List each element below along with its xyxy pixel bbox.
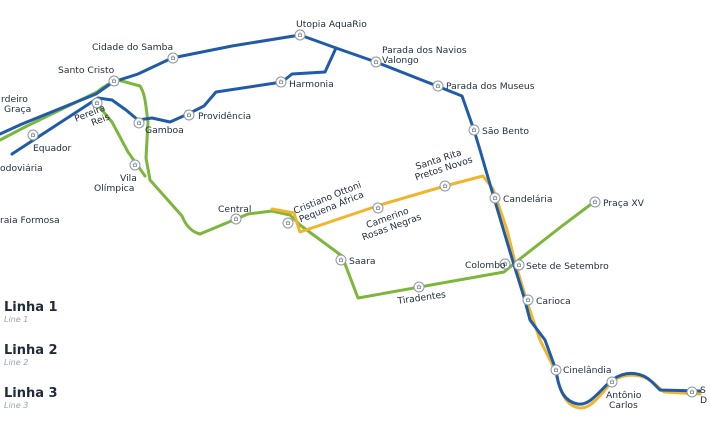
- station-sao-bento[interactable]: [468, 124, 480, 136]
- label-cinelandia: Cinelândia: [563, 365, 611, 376]
- label-sao-bento: São Bento: [482, 126, 529, 137]
- linha-3-central-loop: [270, 174, 517, 264]
- label-sete-de-setembro: Sete de Setembro: [526, 261, 609, 272]
- station-gamboa[interactable]: [133, 117, 145, 129]
- label-pereira-reis: PereiraReis: [73, 102, 112, 134]
- label-vila: Vila: [120, 173, 137, 184]
- stations: [27, 29, 698, 398]
- label-santa-rita: Santa RitaPretos Novos: [411, 145, 475, 184]
- station-central[interactable]: [230, 213, 242, 225]
- label-equador: Equador: [33, 143, 72, 154]
- label-harmonia: Harmonia: [289, 79, 334, 90]
- label-tiradentes: Tiradentes: [396, 289, 447, 307]
- label-gamboa: Gamboa: [145, 125, 184, 136]
- station-providencia[interactable]: [183, 109, 195, 121]
- label-central: Central: [218, 204, 251, 215]
- label-santos-dumont-l1: S: [700, 385, 706, 396]
- legend-linha-1-name: Linha 1: [4, 300, 58, 315]
- label-olimpica: Olímpica: [94, 183, 134, 194]
- station-cidade-do-samba[interactable]: [167, 52, 179, 64]
- legend-linha-3[interactable]: Linha 3 Line 3: [4, 386, 124, 429]
- legend-linha-2[interactable]: Linha 2 Line 2: [4, 343, 124, 386]
- label-parada-dos-navios-l2: Valongo: [382, 55, 419, 66]
- label-providencia: Providência: [198, 111, 251, 122]
- station-carioca[interactable]: [522, 294, 534, 306]
- label-antonio: Antônio: [606, 390, 642, 401]
- linha-1-harmonia-loop: [10, 46, 338, 156]
- station-santa-rita[interactable]: [439, 180, 451, 192]
- label-praca-xv: Praça XV: [603, 198, 645, 209]
- label-carlos: Carlos: [609, 400, 638, 411]
- station-santo-cristo[interactable]: [108, 75, 120, 87]
- label-praia-formosa: raia Formosa: [0, 215, 60, 226]
- station-parada-dos-museus[interactable]: [432, 80, 444, 92]
- label-colombo: Colombo: [465, 260, 506, 271]
- label-santo-cristo: Santo Cristo: [58, 65, 115, 76]
- legend-linha-1-sub: Line 1: [4, 315, 29, 324]
- legend-linha-2-name: Linha 2: [4, 343, 58, 358]
- route-linha-1: [0, 33, 702, 406]
- label-parada-dos-museus: Parada dos Museus: [446, 81, 535, 92]
- station-sete-de-setembro[interactable]: [513, 259, 525, 271]
- legend-linha-3-sub: Line 3: [4, 401, 29, 410]
- station-utopia-aquario[interactable]: [294, 29, 306, 41]
- label-utopia-aquario: Utopia AquaRio: [296, 19, 367, 30]
- label-candelaria: Candelária: [503, 194, 553, 205]
- station-antonio-carlos[interactable]: [606, 376, 618, 388]
- station-parada-dos-navios[interactable]: [370, 56, 382, 68]
- station-praca-xv[interactable]: [589, 196, 601, 208]
- station-cristiano-ottoni[interactable]: [282, 217, 294, 229]
- station-pereira-reis[interactable]: [91, 97, 103, 109]
- label-cristiano-ottoni: Cristiano OttoniPequena África: [292, 180, 367, 226]
- label-cordeiro-l2: Graça: [4, 104, 31, 115]
- station-tiradentes[interactable]: [413, 281, 425, 293]
- legend-linha-1[interactable]: Linha 1 Line 1: [4, 300, 124, 343]
- station-camerino[interactable]: [372, 202, 384, 214]
- station-harmonia[interactable]: [275, 76, 287, 88]
- station-santos-dumont[interactable]: [686, 386, 698, 398]
- station-vila-olimpica[interactable]: [129, 159, 141, 171]
- label-saara: Saara: [349, 256, 376, 267]
- label-rodoviaria: odoviária: [0, 163, 43, 174]
- label-cordeiro-l1: rdeiro: [1, 94, 28, 105]
- label-carioca: Carioca: [536, 296, 571, 307]
- label-parada-dos-navios-l1: Parada dos Navios: [382, 45, 467, 56]
- station-cinelandia[interactable]: [550, 364, 562, 376]
- label-cidade-do-samba: Cidade do Samba: [92, 42, 173, 53]
- legend-linha-3-name: Linha 3: [4, 386, 58, 401]
- linha-1-main: [0, 33, 702, 406]
- legend-linha-2-sub: Line 2: [4, 358, 29, 367]
- station-candelaria[interactable]: [489, 192, 501, 204]
- station-saara[interactable]: [335, 254, 347, 266]
- station-colombo[interactable]: [499, 258, 511, 270]
- legend: Linha 1 Line 1 Linha 2 Line 2 Linha 3 Li…: [4, 300, 124, 429]
- station-equador[interactable]: [27, 129, 39, 141]
- label-santos-dumont-l2: D: [700, 395, 707, 406]
